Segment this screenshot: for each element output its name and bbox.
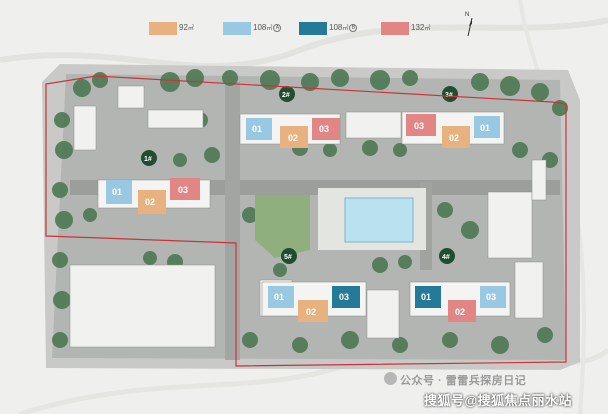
north-arrow-icon bbox=[467, 17, 473, 37]
wechat-icon bbox=[384, 372, 397, 385]
b3-label-03: 03 bbox=[414, 121, 424, 131]
b1-label-02: 02 bbox=[145, 197, 155, 207]
legend-swatch-108a bbox=[223, 22, 251, 35]
b1-unit-03 bbox=[170, 178, 200, 200]
b3-unit-02 bbox=[442, 126, 470, 148]
b3-label-02: 02 bbox=[449, 133, 459, 143]
b4-unit-01 bbox=[415, 286, 441, 308]
building-3: 03 02 01 3# bbox=[401, 86, 505, 148]
b4-unit-03 bbox=[480, 286, 506, 308]
b4-number: 4# bbox=[442, 254, 450, 261]
b4-label-03: 03 bbox=[486, 292, 496, 302]
b1-label-01: 01 bbox=[112, 187, 122, 197]
site-boundary bbox=[45, 75, 567, 367]
b1-label-03: 03 bbox=[178, 185, 188, 195]
legend-label-92: 92㎡ bbox=[179, 23, 194, 32]
watermark-sohu: 搜狐号@搜狐焦点丽水站 bbox=[424, 393, 573, 408]
b2-number: 2# bbox=[282, 92, 290, 99]
watermark-wechat: 公众号 · 雷雷兵探房日记 bbox=[400, 375, 527, 387]
b3-label-01: 01 bbox=[480, 123, 490, 133]
b2-unit-02 bbox=[280, 126, 308, 148]
b3-number: 3# bbox=[445, 92, 453, 99]
b3-unit-03 bbox=[406, 114, 436, 136]
b4-unit-02 bbox=[448, 300, 476, 322]
b1-number: 1# bbox=[144, 156, 152, 163]
building-5: 01 02 03 5# bbox=[261, 248, 367, 322]
b2-label-03: 03 bbox=[319, 124, 329, 134]
b5-label-03: 03 bbox=[339, 292, 349, 302]
b4-label-02: 02 bbox=[455, 307, 465, 317]
circled-b: B bbox=[349, 24, 358, 32]
legend-swatch-92 bbox=[149, 22, 177, 35]
b2-label-01: 01 bbox=[252, 124, 262, 134]
b2-label-02: 02 bbox=[288, 133, 298, 143]
legend-swatch-108b bbox=[299, 22, 327, 35]
building-1: 01 02 03 1# bbox=[97, 150, 211, 214]
b2-unit-01 bbox=[246, 118, 272, 140]
central-lawn bbox=[255, 195, 310, 258]
b5-label-01: 01 bbox=[274, 292, 284, 302]
b5-unit-02 bbox=[298, 300, 328, 322]
b2-unit-03 bbox=[312, 118, 340, 140]
building-4: 01 02 03 4# bbox=[409, 248, 511, 322]
b3-unit-01 bbox=[474, 116, 500, 138]
building-2: 01 02 03 2# bbox=[239, 86, 341, 148]
legend-label-132: 132㎡ bbox=[411, 23, 431, 32]
b5-unit-01 bbox=[268, 286, 294, 308]
b5-unit-03 bbox=[332, 286, 360, 308]
north-letter: N bbox=[465, 12, 470, 18]
legend-swatch-132 bbox=[381, 22, 409, 35]
b4-label-01: 01 bbox=[421, 292, 431, 302]
b5-label-02: 02 bbox=[306, 307, 316, 317]
swimming-pool bbox=[344, 197, 414, 243]
circled-a: A bbox=[273, 24, 282, 32]
b5-number: 5# bbox=[284, 254, 292, 261]
b1-unit-01 bbox=[106, 180, 132, 204]
b1-unit-02 bbox=[138, 190, 166, 214]
